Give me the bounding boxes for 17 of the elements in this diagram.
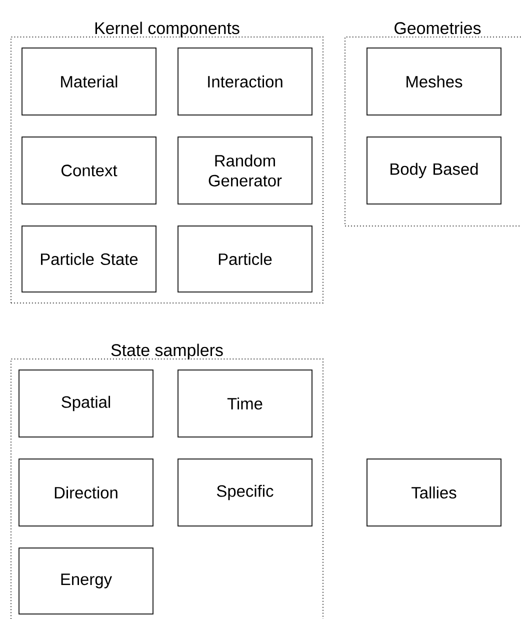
group-title: Kernel components: [95, 22, 240, 38]
group-title: State samplers: [111, 344, 223, 360]
component-box: Direction: [18, 458, 154, 526]
component-box: Random Generator: [178, 136, 312, 204]
component-box: Energy: [18, 548, 154, 614]
component-box: Material: [22, 48, 156, 116]
component-box: Context: [22, 136, 156, 204]
component-box: Time: [178, 370, 312, 438]
group-title: Geometries: [394, 22, 481, 34]
component-box: Particle State: [22, 226, 156, 292]
component-box: Tallies: [366, 458, 502, 526]
component-box: Particle: [178, 226, 312, 292]
component-box: Interaction: [178, 48, 312, 116]
component-box: Meshes: [366, 48, 502, 116]
component-box: Body Based: [366, 136, 502, 204]
component-box: Spatial: [18, 370, 154, 438]
component-box: Specific: [178, 458, 312, 526]
